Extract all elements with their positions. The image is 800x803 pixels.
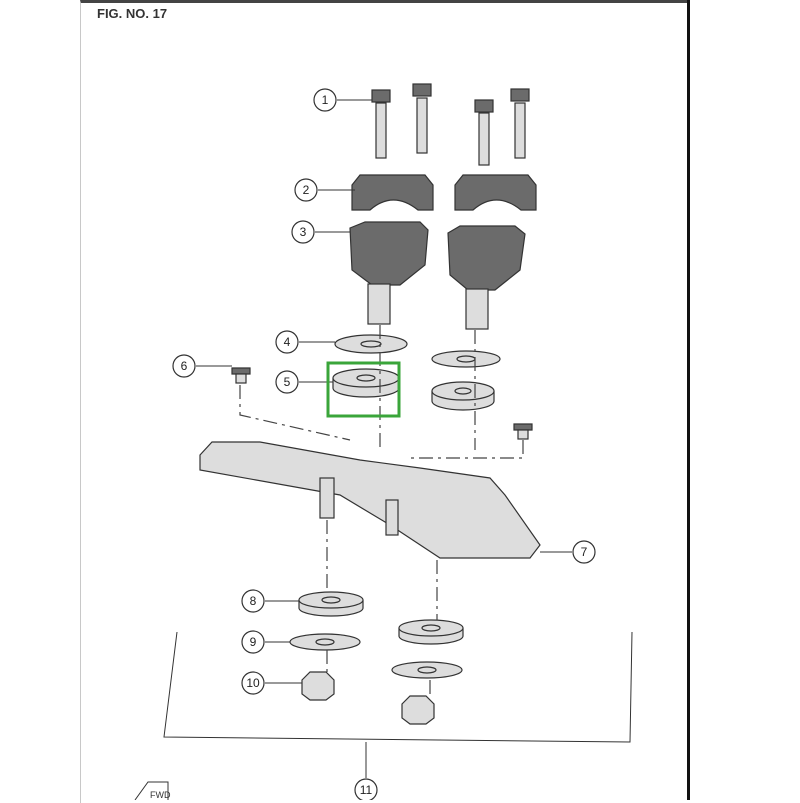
callout-5[interactable]: 5 [275,370,299,394]
nuts [231,367,533,725]
washers [289,334,501,679]
callout-1[interactable]: 1 [313,88,337,112]
svg-text:10: 10 [246,676,260,690]
svg-text:FWD: FWD [150,790,171,800]
center-lines [239,325,524,695]
bolts [371,83,530,166]
callout-8[interactable]: 8 [241,589,265,613]
highlight-box-part-5 [326,361,401,418]
callout-11[interactable]: 11 [354,778,378,800]
callout-3[interactable]: 3 [291,220,315,244]
upper-clamps [351,174,537,211]
svg-text:2: 2 [303,183,310,197]
top-clamp-plate [199,441,541,559]
callout-9[interactable]: 9 [241,630,265,654]
figure-title: FIG. NO. 17 [97,6,168,21]
callout-4[interactable]: 4 [275,330,299,354]
callout-7[interactable]: 7 [572,540,596,564]
callout-10[interactable]: 10 [241,671,265,695]
svg-text:5: 5 [284,375,291,389]
svg-text:1: 1 [322,93,329,107]
svg-text:6: 6 [181,359,188,373]
fwd-arrow: FWD [134,781,171,800]
svg-text:7: 7 [581,545,588,559]
callout-6[interactable]: 6 [172,354,196,378]
svg-text:11: 11 [360,783,373,797]
svg-text:8: 8 [250,594,257,608]
callout-2[interactable]: 2 [294,178,318,202]
scrollbar-edge [687,0,690,800]
svg-text:4: 4 [284,335,291,349]
risers [349,221,526,330]
svg-text:9: 9 [250,635,257,649]
kit-bracket [163,631,633,743]
leader-lines [196,99,572,684]
svg-text:3: 3 [300,225,307,239]
